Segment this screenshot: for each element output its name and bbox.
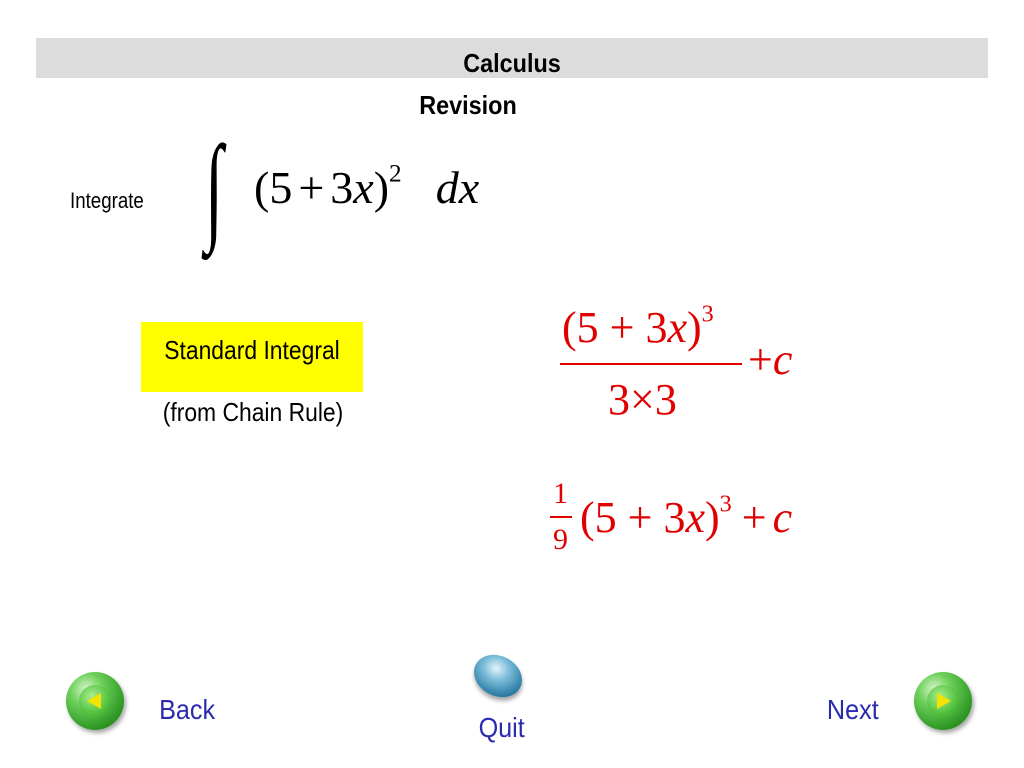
integrand-plus: +: [298, 162, 325, 213]
integrand-var: x: [353, 162, 374, 213]
step1-numerator-var: x: [667, 303, 687, 352]
step2-coef-denominator: 9: [553, 523, 568, 556]
step1-numerator-power: 3: [701, 300, 714, 328]
step1-numerator-close: ): [687, 303, 702, 352]
integrand-term: 3: [330, 162, 354, 213]
back-label[interactable]: Back: [159, 694, 216, 725]
page-title: Calculus: [463, 48, 561, 78]
title-band: [36, 38, 988, 78]
page-subtitle: Revision: [419, 90, 517, 120]
step2-c: c: [772, 493, 793, 542]
next-arrow-icon[interactable]: [914, 672, 972, 730]
standard-integral-label: Standard Integral: [164, 335, 340, 365]
integral-sign: ∫: [205, 121, 224, 254]
step1-numerator-base: (5 + 3: [562, 303, 668, 352]
quit-label[interactable]: Quit: [478, 712, 525, 743]
back-button[interactable]: Back: [66, 672, 226, 732]
step2-coef-numerator: 1: [553, 477, 568, 510]
step1-plus: +: [748, 335, 773, 384]
step2-plus: +: [741, 493, 767, 542]
step2-var: x: [685, 493, 705, 542]
integrand-power: 2: [389, 159, 402, 188]
back-arrow-icon[interactable]: [66, 672, 124, 730]
integrand-open: (5: [254, 162, 293, 213]
step1-fraction-bar: [560, 363, 742, 365]
integrate-label: Integrate: [70, 188, 144, 213]
step2-coef-bar: [550, 516, 572, 518]
step1-numerator: (5 + 3x)3: [562, 302, 714, 354]
step1-denominator: 3×3: [608, 375, 677, 424]
integrand-differential: dx: [435, 162, 480, 213]
next-label[interactable]: Next: [826, 694, 879, 725]
step2-base: (5 + 3: [580, 493, 686, 542]
step1-constant: +c: [748, 334, 792, 386]
integrand-close: ): [373, 162, 390, 213]
standard-integral-highlight: [141, 322, 363, 392]
integrand-expression: (5+3x)2 dx: [254, 160, 479, 216]
step2-close: ): [705, 493, 720, 542]
step1-c: c: [772, 335, 793, 384]
next-button[interactable]: Next: [822, 672, 974, 732]
chain-rule-note: (from Chain Rule): [162, 397, 344, 427]
step2-expression: (5 + 3x)3 +c: [580, 492, 792, 544]
step2-power: 3: [719, 490, 732, 518]
